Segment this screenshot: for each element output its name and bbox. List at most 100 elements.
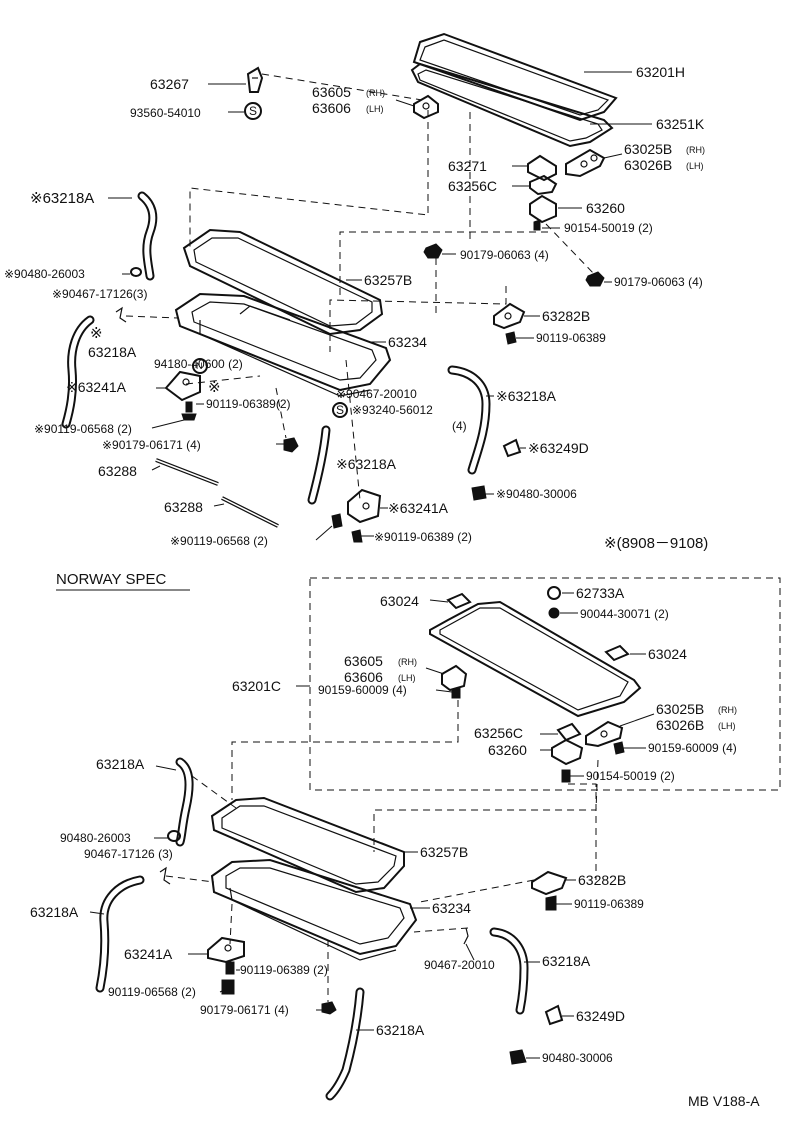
top-leader-lines (108, 71, 652, 541)
label-90467-17126: ※90467-17126(3) (52, 287, 147, 301)
label-n-90159-60009: 90159-60009 (4) (318, 683, 407, 697)
label-n-63024-a: 63024 (380, 593, 419, 609)
screw-90119-06389-top (331, 513, 343, 529)
drain-hose-63218a-1 (137, 191, 158, 281)
drain-hose-63218a-n2 (95, 875, 145, 993)
label-n-63025b-side: (RH) (718, 705, 737, 715)
label-63260: 63260 (586, 200, 625, 216)
rod-63288-2 (221, 496, 279, 528)
label-63606-side: (LH) (366, 104, 384, 114)
label-90179-06171: ※90179-06171 (4) (102, 438, 201, 452)
block-63260 (529, 194, 557, 231)
mark-s-2: S (336, 403, 344, 417)
drain-hose-63218a-4 (307, 425, 331, 505)
top-diagram: S (4, 32, 705, 548)
drain-hose-63218a-n3 (489, 927, 529, 1015)
label-93240-56012-qty: (4) (452, 419, 467, 433)
label-63288-2: 63288 (164, 499, 203, 515)
label-63218a-3: ※63218A (496, 388, 557, 404)
block-63256c-n (556, 722, 582, 742)
clip-90467-17126-n (159, 866, 171, 885)
clip-63249d (502, 438, 522, 458)
label-63606: 63606 (312, 100, 351, 116)
norway-leader-lines (89, 592, 655, 1059)
label-n-63201c: 63201C (232, 678, 281, 694)
label-n-90179-06171: 90179-06171 (4) (200, 1003, 289, 1017)
label-90119-06568-2: ※90119-06568 (2) (170, 534, 268, 548)
block-63260-n (551, 738, 584, 783)
label-63249d: ※63249D (528, 440, 589, 456)
cap-62733a (547, 586, 561, 600)
label-n-90480-30006: 90480-30006 (542, 1051, 613, 1065)
screw-90159-60009-b (613, 741, 625, 755)
label-94180-40600: 94180-40600 (2) (154, 357, 243, 371)
drain-hose-63218a-n4 (325, 987, 365, 1101)
glass-panel-63201c (429, 600, 642, 718)
drain-hose-63218a-2 (61, 315, 95, 429)
label-n-63218a-3: 63218A (542, 953, 591, 969)
bracket-63282b (493, 302, 526, 345)
label-63605-side: (RH) (366, 88, 385, 98)
label-n-63024-b: 63024 (648, 646, 687, 662)
nut-90179-06063-b (585, 271, 605, 287)
housing-63234-n (210, 858, 418, 961)
label-n-63605: 63605 (344, 653, 383, 669)
label-n-90044-30071: 90044-30071 (2) (580, 607, 669, 621)
label-63241a-2: ※63241A (388, 500, 449, 516)
mark-asterisk-2: ※ (208, 379, 221, 396)
label-63251k: 63251K (656, 116, 705, 132)
handle-63267 (246, 66, 264, 93)
label-63257b: 63257B (364, 272, 412, 288)
clip-63249d-n (544, 1004, 564, 1026)
label-63271: 63271 (448, 158, 487, 174)
norway-spec-diagram: NORWAY SPEC (30, 571, 781, 1101)
hinge-63025b (565, 148, 606, 178)
label-63288-1: 63288 (98, 463, 137, 479)
nut-90179-06171-n (321, 1001, 337, 1015)
label-90480-26003: ※90480-26003 (4, 267, 85, 281)
label-n-90480-26003: 90480-26003 (60, 831, 131, 845)
mark-s2-circle (332, 402, 348, 418)
label-63026b-side: (LH) (686, 161, 704, 171)
bracket-63282b-n (531, 870, 568, 911)
label-n-63234: 63234 (432, 900, 471, 916)
label-63025b: 63025B (624, 141, 672, 157)
label-90119-06389-2: 90119-06389(2) (206, 397, 291, 411)
label-63026b: 63026B (624, 157, 672, 173)
label-63201h: 63201H (636, 64, 685, 80)
label-n-63256c: 63256C (474, 725, 523, 741)
nut-90179-06063-a (423, 243, 443, 259)
label-63605: 63605 (312, 84, 351, 100)
label-93560-54010: 93560-54010 (130, 106, 201, 120)
label-90480-30006: ※90480-30006 (496, 487, 577, 501)
label-90154-50019: 90154-50019 (2) (564, 221, 653, 235)
norway-spec-title: NORWAY SPEC (56, 571, 166, 588)
clip-90467-20010-n (463, 927, 469, 945)
label-90119-06389-3: ※90119-06389 (2) (374, 530, 472, 544)
label-n-90467-20010: 90467-20010 (424, 958, 495, 972)
pad-63024-a (446, 592, 472, 610)
bracket-63241a-n (207, 936, 245, 995)
pad-63024-b (604, 644, 630, 662)
bracket-63605-n (441, 664, 468, 699)
label-n-90119-06568: 90119-06568 (2) (108, 985, 196, 999)
clamp-90480-26003-n (167, 830, 181, 842)
label-63282b: 63282B (542, 308, 590, 324)
label-90179-06063-a: 90179-06063 (4) (460, 248, 549, 262)
housing-63234 (174, 292, 392, 397)
label-n-90119-06389: 90119-06389 (574, 897, 644, 911)
bracket-63241a-1 (164, 370, 201, 421)
mark-s-1: S (249, 104, 257, 118)
label-n-63241a: 63241A (124, 946, 173, 962)
label-93240-56012: ※93240-56012 (352, 403, 433, 417)
norway-inset-box (309, 577, 781, 791)
drain-hose-63218a-3 (447, 365, 491, 475)
top-assembly-lines (125, 73, 597, 501)
label-n-63257b: 63257B (420, 844, 468, 860)
hinge-63025b-n (585, 720, 624, 748)
label-n-90119-06389-2: 90119-06389 (2) (240, 963, 328, 977)
label-90179-06063-b: 90179-06063 (4) (614, 275, 703, 289)
label-90119-06568: ※90119-06568 (2) (34, 422, 132, 436)
label-n-63249d: 63249D (576, 1008, 625, 1024)
